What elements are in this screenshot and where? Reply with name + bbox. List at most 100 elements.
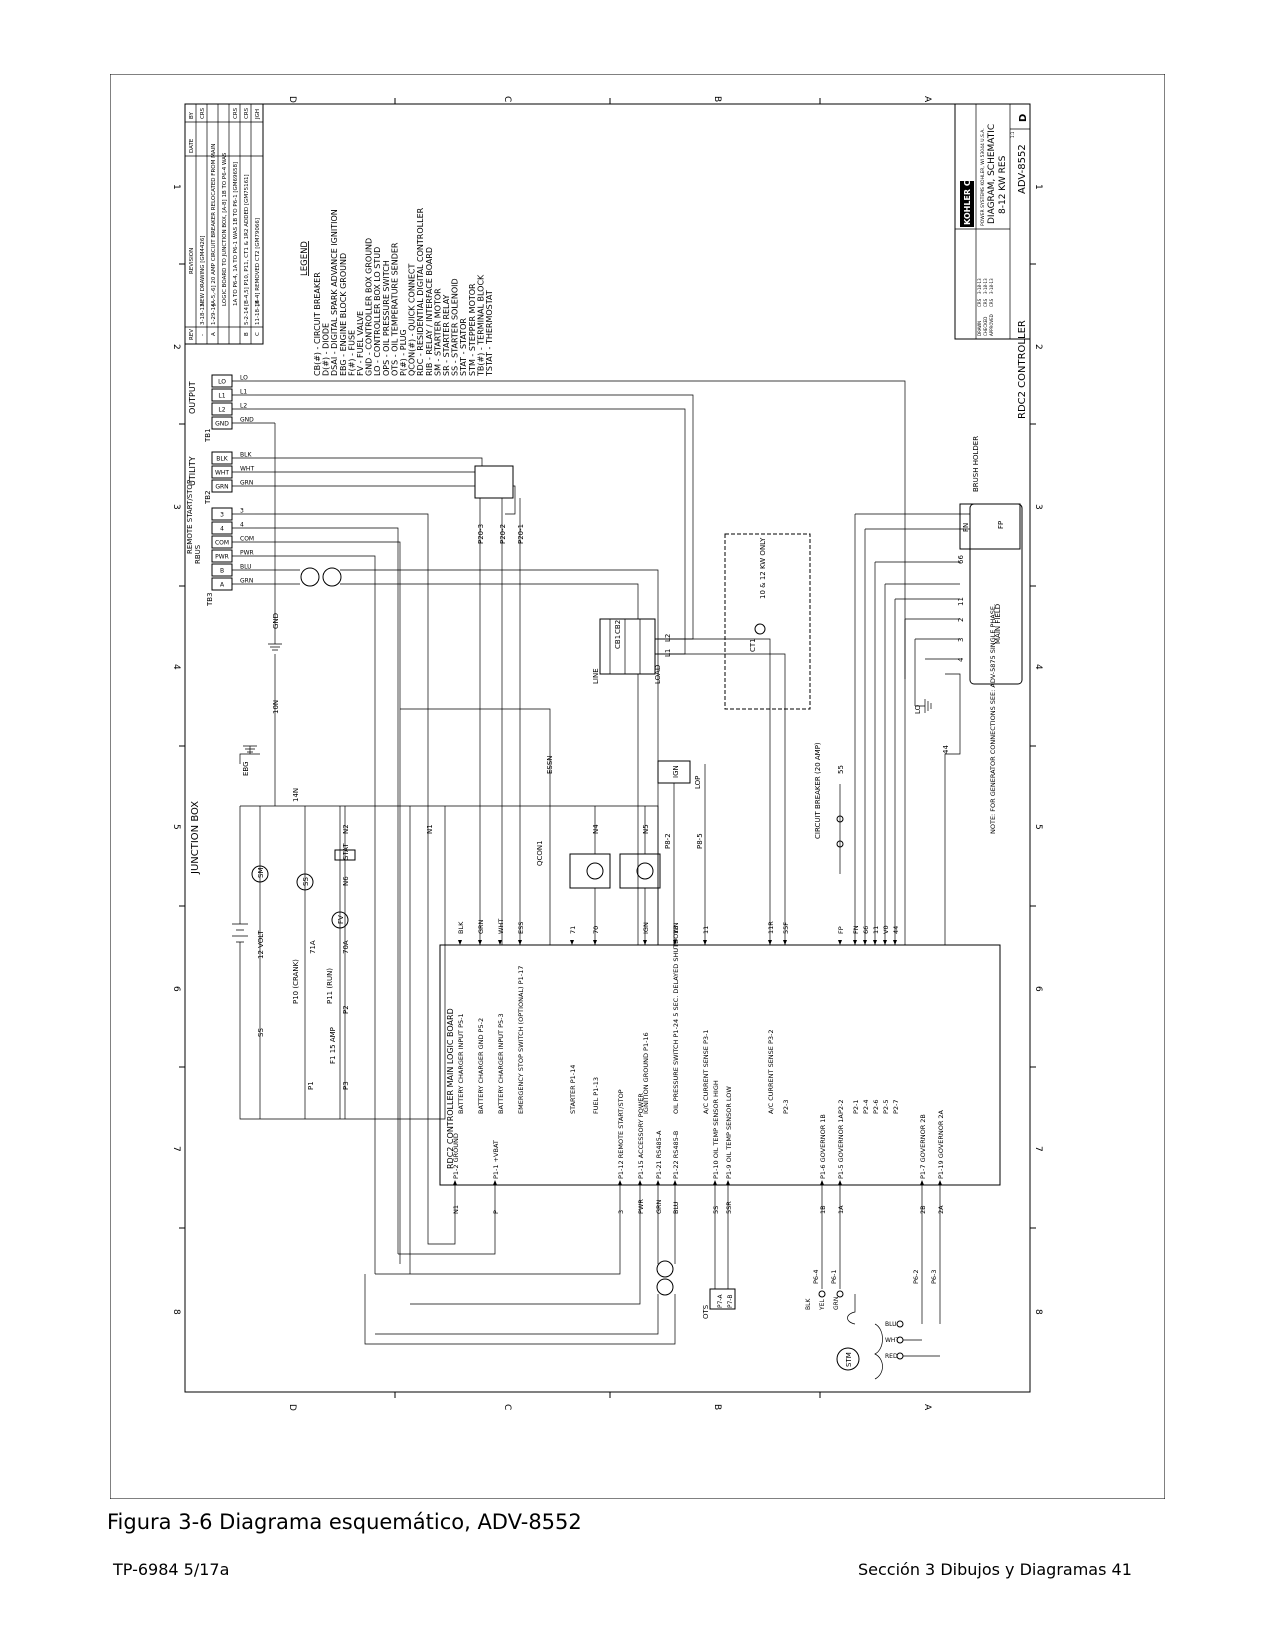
- board-pin-arrow: [593, 940, 597, 945]
- p8-5-label: P8-5: [696, 833, 704, 849]
- board-top-pin-label: P2-1: [852, 1099, 860, 1114]
- stm-wire-label: YEL: [819, 1299, 826, 1311]
- rev-header-date: DATE: [189, 138, 195, 153]
- board-pin-arrow: [783, 940, 787, 945]
- board-pin-arrow: [883, 940, 887, 945]
- board-bottom-wire-label: 2B: [919, 1205, 927, 1214]
- rev-row5-date: 5-2-14: [244, 307, 250, 325]
- governor-plug-label: P6-3: [930, 1269, 938, 1284]
- main-field-label: MAIN FIELD: [994, 604, 1002, 644]
- stm-label: STM: [845, 1352, 853, 1367]
- tb3-wire-label: GRN: [240, 578, 253, 585]
- approval-drawn: DRAWN: [977, 321, 982, 336]
- rev-row3-text: LOGIC BOARD TO JUNCTION BOX, [A-8] 1B TO…: [222, 152, 228, 306]
- circuit-breaker-label: CIRCUIT BREAKER (20 AMP): [814, 742, 822, 839]
- grid-col-8-left: 8: [171, 1309, 181, 1315]
- tb1-wire-label: LO: [240, 375, 248, 382]
- w11-label: 11: [957, 597, 965, 606]
- board-bottom-wire-label: 3: [617, 1210, 625, 1214]
- approval-drawn-date: 3-18-13: [977, 278, 982, 294]
- scale: 1:1: [1010, 131, 1015, 138]
- board-bottom-pin-label: P1-12 REMOTE START/STOP: [617, 1089, 625, 1179]
- board-bottom-pin-label: P1-10 OIL TEMP SENSOR HIGH: [712, 1080, 720, 1179]
- legend-item: RDC - RESIDENTIAL DIGITAL CONTROLLER: [416, 207, 425, 376]
- board-bottom-pin-label: P1-15 ACCESSORY POWER: [637, 1093, 645, 1179]
- board-top-wire-label: GRN: [477, 919, 485, 934]
- tb2-terminal-label: BLK: [216, 456, 228, 463]
- tb1-terminal-label: L2: [218, 407, 225, 414]
- rev-row6-rev: C: [255, 332, 261, 336]
- board-bottom-wire-label: 2A: [937, 1205, 945, 1214]
- p1-label: P1: [307, 1081, 315, 1090]
- board-bottom-wire-label: 1A: [837, 1205, 845, 1214]
- board-top-pin-label: A/C CURRENT SENSE P3-1: [702, 1029, 710, 1114]
- w3-label: 3: [957, 638, 965, 642]
- governor-plug-label: P6-2: [912, 1269, 920, 1284]
- w2-label: 2: [957, 618, 965, 622]
- board-top-pin-label: BATTERY CHARGER INPUT P5-3: [497, 1013, 505, 1114]
- board-top-wire-label: 44: [892, 926, 900, 934]
- board-top-wire-label: 11: [702, 926, 710, 934]
- board-pin-arrow: [643, 940, 647, 945]
- rev-row1-by: CRS: [200, 107, 206, 119]
- board-pin-arrow: [458, 940, 462, 945]
- stm-wire-label: GRN: [833, 1297, 840, 1310]
- legend-item: DSAI - DIGITAL SPARK ADVANCE IGNITION: [330, 209, 339, 376]
- 71a-label: 71A: [309, 940, 317, 954]
- board-pin-arrow: [726, 1180, 730, 1185]
- rev-row5-rev: B: [244, 332, 250, 336]
- brush-holder-label: BRUSH HOLDER: [972, 436, 980, 492]
- grid-col-7-left: 7: [171, 1146, 181, 1152]
- board-pin-arrow: [820, 1180, 824, 1185]
- n2-label: N2: [342, 824, 350, 834]
- board-top-pin-label: P2-6: [872, 1099, 880, 1114]
- 70a-label: 70A: [342, 940, 350, 954]
- board-pin-arrow: [768, 940, 772, 945]
- grid-col-8-right: 8: [1033, 1309, 1043, 1315]
- rev-row1-date: 3-18-13: [200, 303, 206, 325]
- legend-item: OPS - OIL PRESSURE SWITCH: [382, 260, 391, 376]
- output-label: OUTPUT: [188, 381, 197, 414]
- board-pin-arrow: [863, 940, 867, 945]
- legend-item: TSTAT - THERMOSTAT: [485, 290, 494, 377]
- board-top-pin-label: OIL PRESSURE SWITCH P1-24 5 SEC. DELAYED…: [672, 922, 680, 1114]
- fn-label: FN: [962, 523, 970, 532]
- board-top-pin-label: P2-4: [862, 1099, 870, 1114]
- board-pin-arrow: [853, 940, 857, 945]
- grid-row-b-bottom: B: [712, 1404, 722, 1410]
- legend-item: GND - CONTROLLER BOX GROUND: [365, 238, 374, 376]
- rev-row5-by: CRS: [244, 107, 250, 119]
- grid-col-2-left: 2: [171, 344, 181, 350]
- board-bottom-pin-label: P1-1 +VBAT: [492, 1140, 500, 1179]
- fp-label: FP: [997, 521, 1005, 529]
- board-top-wire-label: FN: [852, 925, 860, 934]
- legend-item: STM - STEPPER MOTOR: [468, 283, 477, 376]
- board-bottom-pin-label: P1-7 GOVERNOR 2B: [919, 1114, 927, 1179]
- tb3-terminal-label: PWR: [215, 554, 229, 561]
- w44-label: 44: [942, 745, 950, 754]
- governor-plug-label: P6-1: [830, 1269, 838, 1284]
- grid-col-3-right: 3: [1033, 504, 1043, 510]
- sm-label: SM: [257, 868, 265, 878]
- drawing-number: ADV-8552: [1017, 144, 1028, 194]
- ots-plug-label: P7-B: [727, 1294, 734, 1308]
- board-top-pin-label: BATTERY CHARGER INPUT P5-1: [457, 1013, 465, 1114]
- sheet-size: D: [1018, 114, 1029, 122]
- board-top-wire-label: 66: [862, 926, 870, 934]
- rev-row6-date: 11-18-14: [255, 300, 261, 325]
- lo-label: LO: [914, 704, 922, 714]
- approval-checked-date: 3-18-13: [983, 278, 988, 294]
- board-top-pin-label: P2-5: [882, 1099, 890, 1114]
- legend-item: SM - STARTER MOTOR: [433, 288, 442, 376]
- ign-label: IGN: [672, 765, 680, 778]
- legend-item: CB(#) - CIRCUIT BREAKER: [313, 272, 322, 376]
- board-pin-arrow: [453, 1180, 457, 1185]
- tb3-remote: REMOTE START/STOP RBUS TB3 3344COMCOMPWR…: [186, 480, 255, 607]
- board-top-wire-label: 11R: [767, 921, 775, 934]
- line-label: LINE: [592, 668, 600, 684]
- footer-section-page: Sección 3 Dibujos y Diagramas 41: [858, 1560, 1132, 1579]
